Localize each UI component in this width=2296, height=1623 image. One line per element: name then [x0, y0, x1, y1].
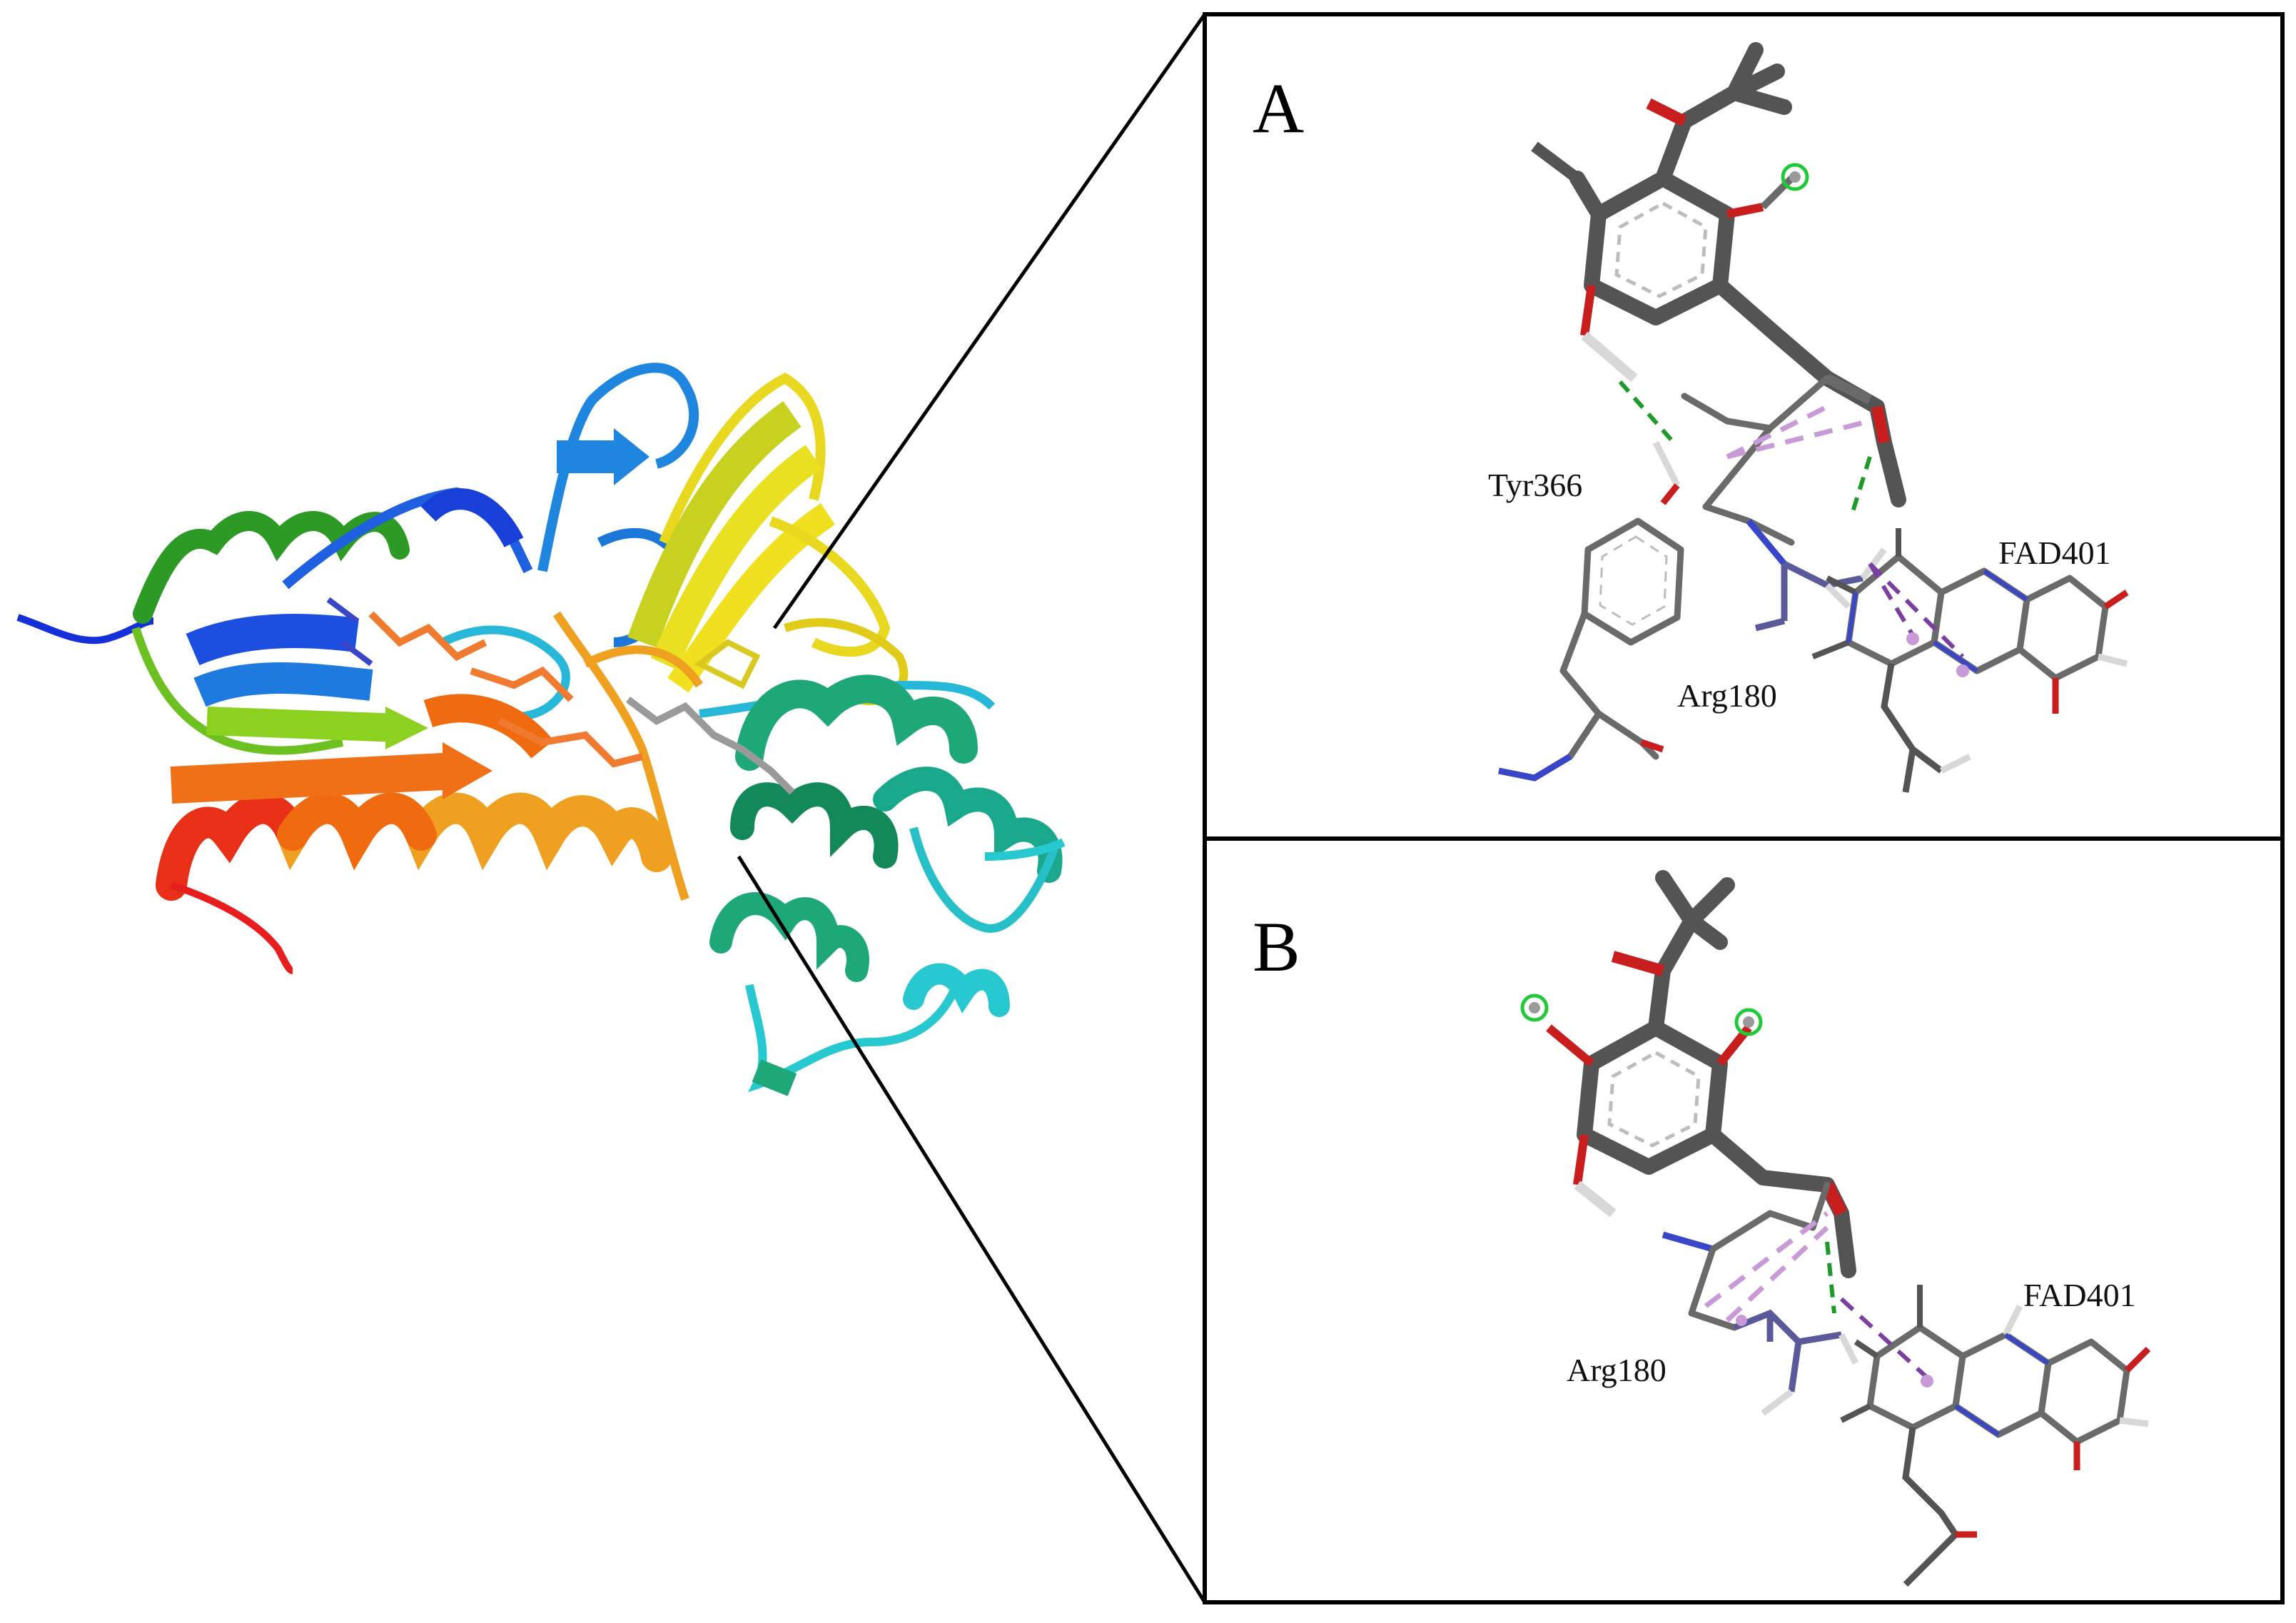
- panel-a-label-tyr366: Tyr366: [1488, 467, 1582, 503]
- panel-a-label-fad401: FAD401: [1998, 535, 2111, 571]
- panel-b-arg180: [1662, 1181, 1859, 1416]
- panel-b-ligand: [1520, 870, 1856, 1278]
- panel-a-ligand: [1531, 42, 1906, 507]
- panel-a-label: A: [1253, 69, 1304, 148]
- panel-b-label: B: [1253, 907, 1300, 986]
- panel-b: B: [1253, 870, 2151, 1587]
- panel-a-fad401: [1811, 528, 2129, 793]
- panel-b-frame: [1203, 836, 2285, 1604]
- panel-b-label-arg180: Arg180: [1567, 1352, 1667, 1388]
- panel-b-label-fad401: FAD401: [2023, 1277, 2136, 1313]
- panel-a: A: [1253, 42, 2129, 793]
- panel-b-halogen-marker-right: [1734, 1008, 1763, 1036]
- panel-a-tyr366: [1498, 440, 1684, 782]
- panel-a-label-arg180: Arg180: [1677, 677, 1777, 714]
- panel-a-arg180: [1681, 375, 1887, 632]
- panel-b-halogen-marker-left: [1520, 993, 1549, 1022]
- zoom-callout-lines: [737, 13, 1207, 1604]
- panel-b-fad401: [1840, 1285, 2151, 1587]
- panel-a-halogen-marker: [1781, 163, 1809, 191]
- protein-ribbon-structure: [16, 363, 1066, 1096]
